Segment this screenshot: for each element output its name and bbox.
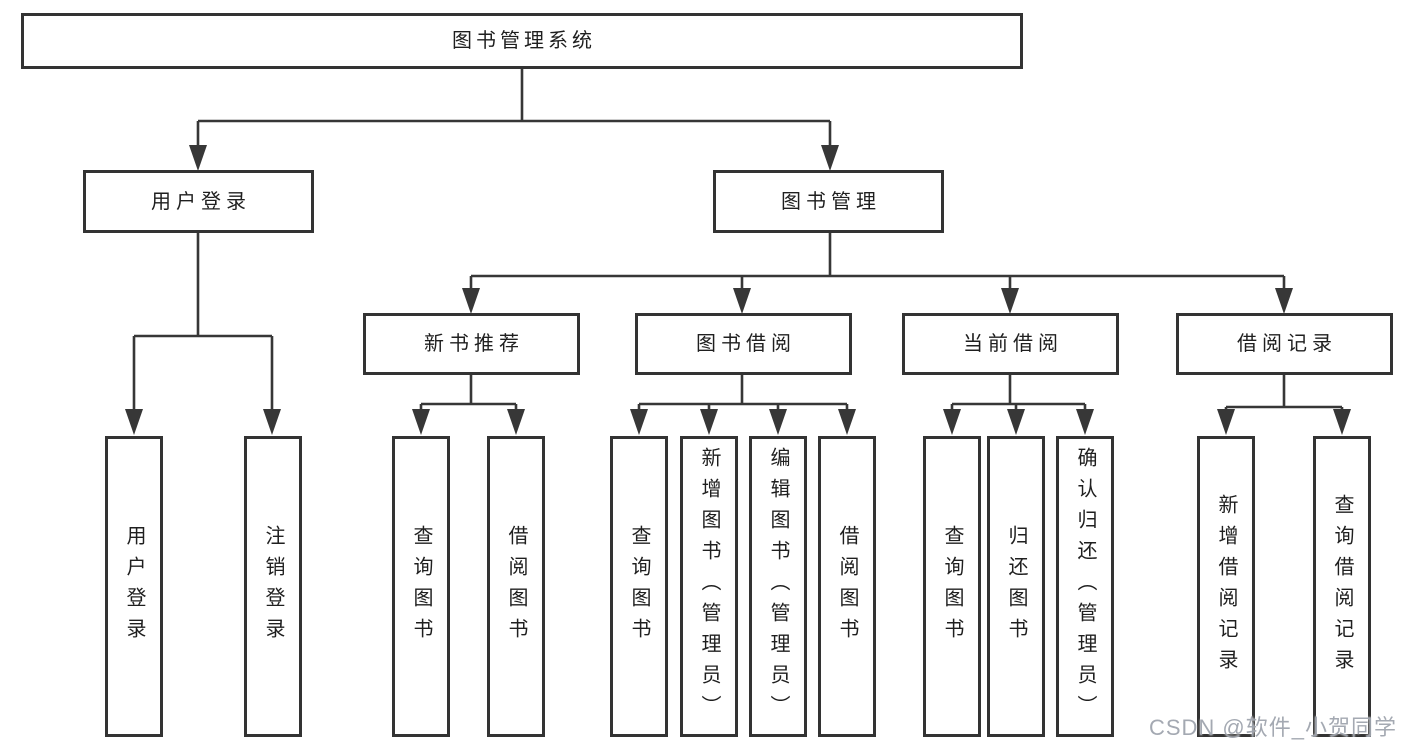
node-records-query-record: 查询借阅记录 (1313, 436, 1371, 737)
node-recommend-borrow-book: 借阅图书 (487, 436, 545, 737)
node-current-borrow: 当前借阅 (902, 313, 1119, 375)
node-book-management: 图书管理 (713, 170, 944, 233)
node-leaf-user-login: 用户登录 (105, 436, 163, 737)
node-user-login: 用户登录 (83, 170, 314, 233)
node-new-book-recommend: 新书推荐 (363, 313, 580, 375)
node-recommend-query-book: 查询图书 (392, 436, 450, 737)
node-borrow-query-book: 查询图书 (610, 436, 668, 737)
node-library-system: 图书管理系统 (21, 13, 1023, 69)
node-book-borrow: 图书借阅 (635, 313, 852, 375)
node-current-query-book: 查询图书 (923, 436, 981, 737)
watermark: CSDN @软件_小贺同学 (1148, 715, 1397, 740)
node-current-confirm-return-admin: 确认归还（管理员） (1056, 436, 1114, 737)
node-borrow-borrow-book: 借阅图书 (818, 436, 876, 737)
node-leaf-logout: 注销登录 (244, 436, 302, 737)
node-records-add-record: 新增借阅记录 (1197, 436, 1255, 737)
node-borrow-edit-book-admin: 编辑图书（管理员） (749, 436, 807, 737)
node-borrow-records: 借阅记录 (1176, 313, 1393, 375)
node-borrow-add-book-admin: 新增图书（管理员） (680, 436, 738, 737)
node-current-return-book: 归还图书 (987, 436, 1045, 737)
